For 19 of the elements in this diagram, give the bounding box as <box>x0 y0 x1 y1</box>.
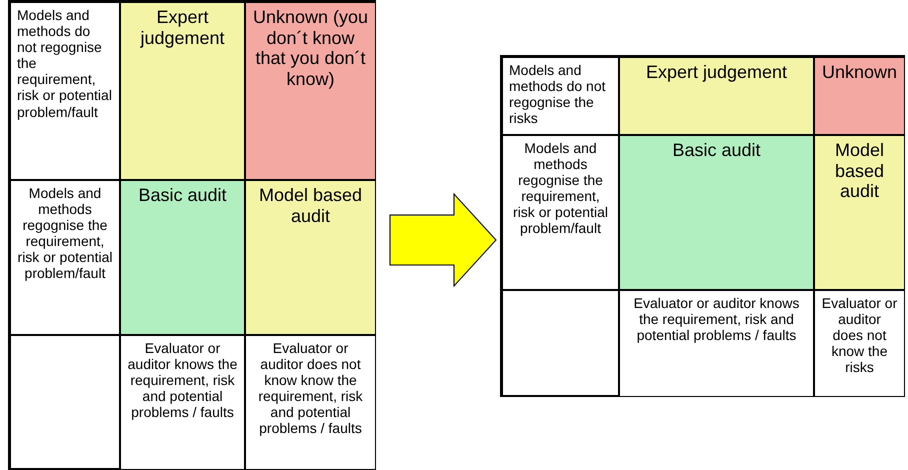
matrix-cell: Model based audit <box>245 180 376 335</box>
matrix-cell: Evaluator or auditor does not know know the requirement, risk and potential problems / faults <box>245 335 376 470</box>
matrix-cell: Models and methods regognise the requirement, risk or potential problem/fault <box>502 135 619 290</box>
matrix-table <box>500 55 905 397</box>
block-arrow <box>390 192 497 288</box>
matrix-cell: Models and methods do not regognise the risks <box>502 57 619 135</box>
matrix-cell: Model based audit <box>814 135 905 290</box>
matrix-cell: Unknown (you don´t know that you don´t know) <box>245 2 376 180</box>
matrix-cell: Basic audit <box>619 135 814 290</box>
matrix-cell: Expert judgement <box>619 57 814 135</box>
matrix-cell: Evaluator or auditor does not know the risks <box>814 290 905 397</box>
matrix-cell: Evaluator or auditor knows the requirement, risk and potential problems / faults <box>120 335 245 470</box>
matrix-cell: Basic audit <box>120 180 245 335</box>
matrix-table <box>8 0 376 470</box>
matrix-cell: Models and methods regognise the requirement, risk or potential problem/fault <box>10 180 120 335</box>
matrix-cell: Evaluator or auditor knows the requirement, risk and potential problems / faults <box>619 290 814 397</box>
matrix-cell: Models and methods do not regognise the requirement, risk or potential problem/fault <box>10 2 120 180</box>
matrix-cell: Unknown <box>814 57 905 135</box>
matrix-cell: Expert judgement <box>120 2 245 180</box>
